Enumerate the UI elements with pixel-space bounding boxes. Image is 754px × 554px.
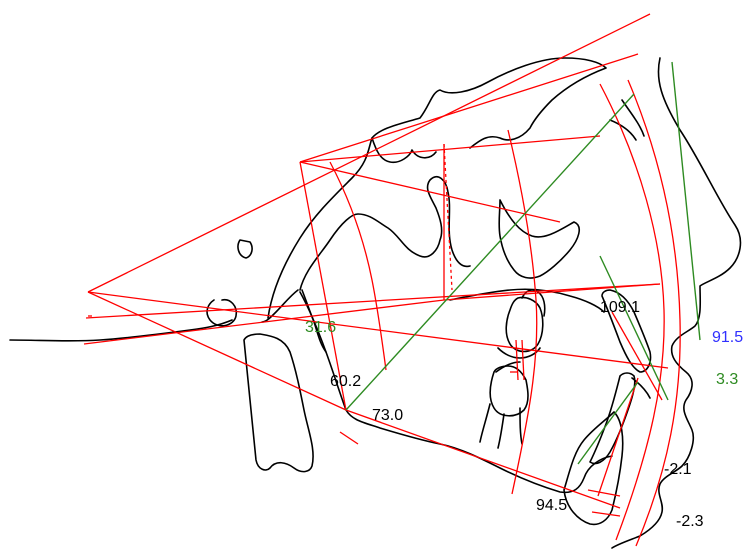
arc-2 [507, 129, 538, 495]
arc-3 [599, 83, 665, 541]
lower-incisor [589, 372, 636, 465]
cranial-ray [299, 135, 601, 163]
palatal-line [85, 283, 661, 319]
symphysis-outline [563, 411, 624, 526]
soft-tissue-profile [611, 57, 742, 549]
incisor-crown [631, 377, 651, 399]
mandibular-plane [87, 291, 347, 411]
upper-molar [505, 296, 544, 353]
nasal-cavity-outline [498, 199, 581, 279]
n-line [443, 283, 661, 301]
upper-molar-cusp [521, 289, 546, 317]
green-lines [345, 61, 701, 465]
label-value-neg-2-1: -2.1 [664, 461, 692, 478]
upper-incisor [601, 289, 652, 373]
lower-incisor-axis [577, 381, 639, 465]
label-angle-60-2: 60.2 [330, 373, 361, 390]
incisor-axis-red-2 [597, 377, 639, 497]
tick-1 [587, 489, 621, 497]
arc-1 [329, 161, 387, 371]
label-value-91-5: 91.5 [712, 329, 743, 346]
label-angle-73-0: 73.0 [372, 407, 403, 424]
occlusal-line [83, 299, 445, 345]
mandibular-plane-2 [345, 409, 621, 509]
neck-posterior [243, 333, 314, 473]
nasion-dashed [443, 143, 453, 291]
arc-4 [627, 79, 681, 547]
ear-outline [206, 298, 238, 327]
mandible-outline [299, 291, 613, 494]
occipital-line [9, 319, 233, 342]
lower-molar-root [479, 403, 523, 449]
label-angle-94-5: 94.5 [536, 497, 567, 514]
sn-line-lower [299, 53, 639, 163]
maxilla-outline [299, 176, 471, 291]
arc-5 [339, 431, 359, 445]
tick-2 [591, 511, 621, 517]
facial-axis [345, 93, 635, 411]
lower-molar [489, 365, 529, 417]
label-angle-31-6: 31.6 [305, 319, 336, 336]
cranial-base-outline [267, 57, 607, 319]
reference-lines [83, 13, 681, 547]
ramus-line [299, 161, 347, 411]
sella-nasion-ray [299, 161, 561, 223]
label-angle-109-1: 109.1 [600, 299, 640, 316]
molar-tick-1 [515, 339, 519, 381]
upper-incisor-axis [599, 255, 669, 401]
incisor-axis-red [611, 311, 663, 401]
pterygoid-outline [261, 289, 299, 323]
ear-canal [237, 239, 253, 259]
e-line [671, 61, 701, 341]
orbit-outline [609, 99, 645, 141]
sella-outline [371, 137, 437, 164]
sn-line-upper [87, 13, 651, 293]
label-value-3-3: 3.3 [716, 371, 738, 388]
frankfort-line [87, 291, 669, 369]
label-value-neg-2-3: -2.3 [676, 513, 704, 530]
molar-tick-2 [521, 339, 525, 381]
